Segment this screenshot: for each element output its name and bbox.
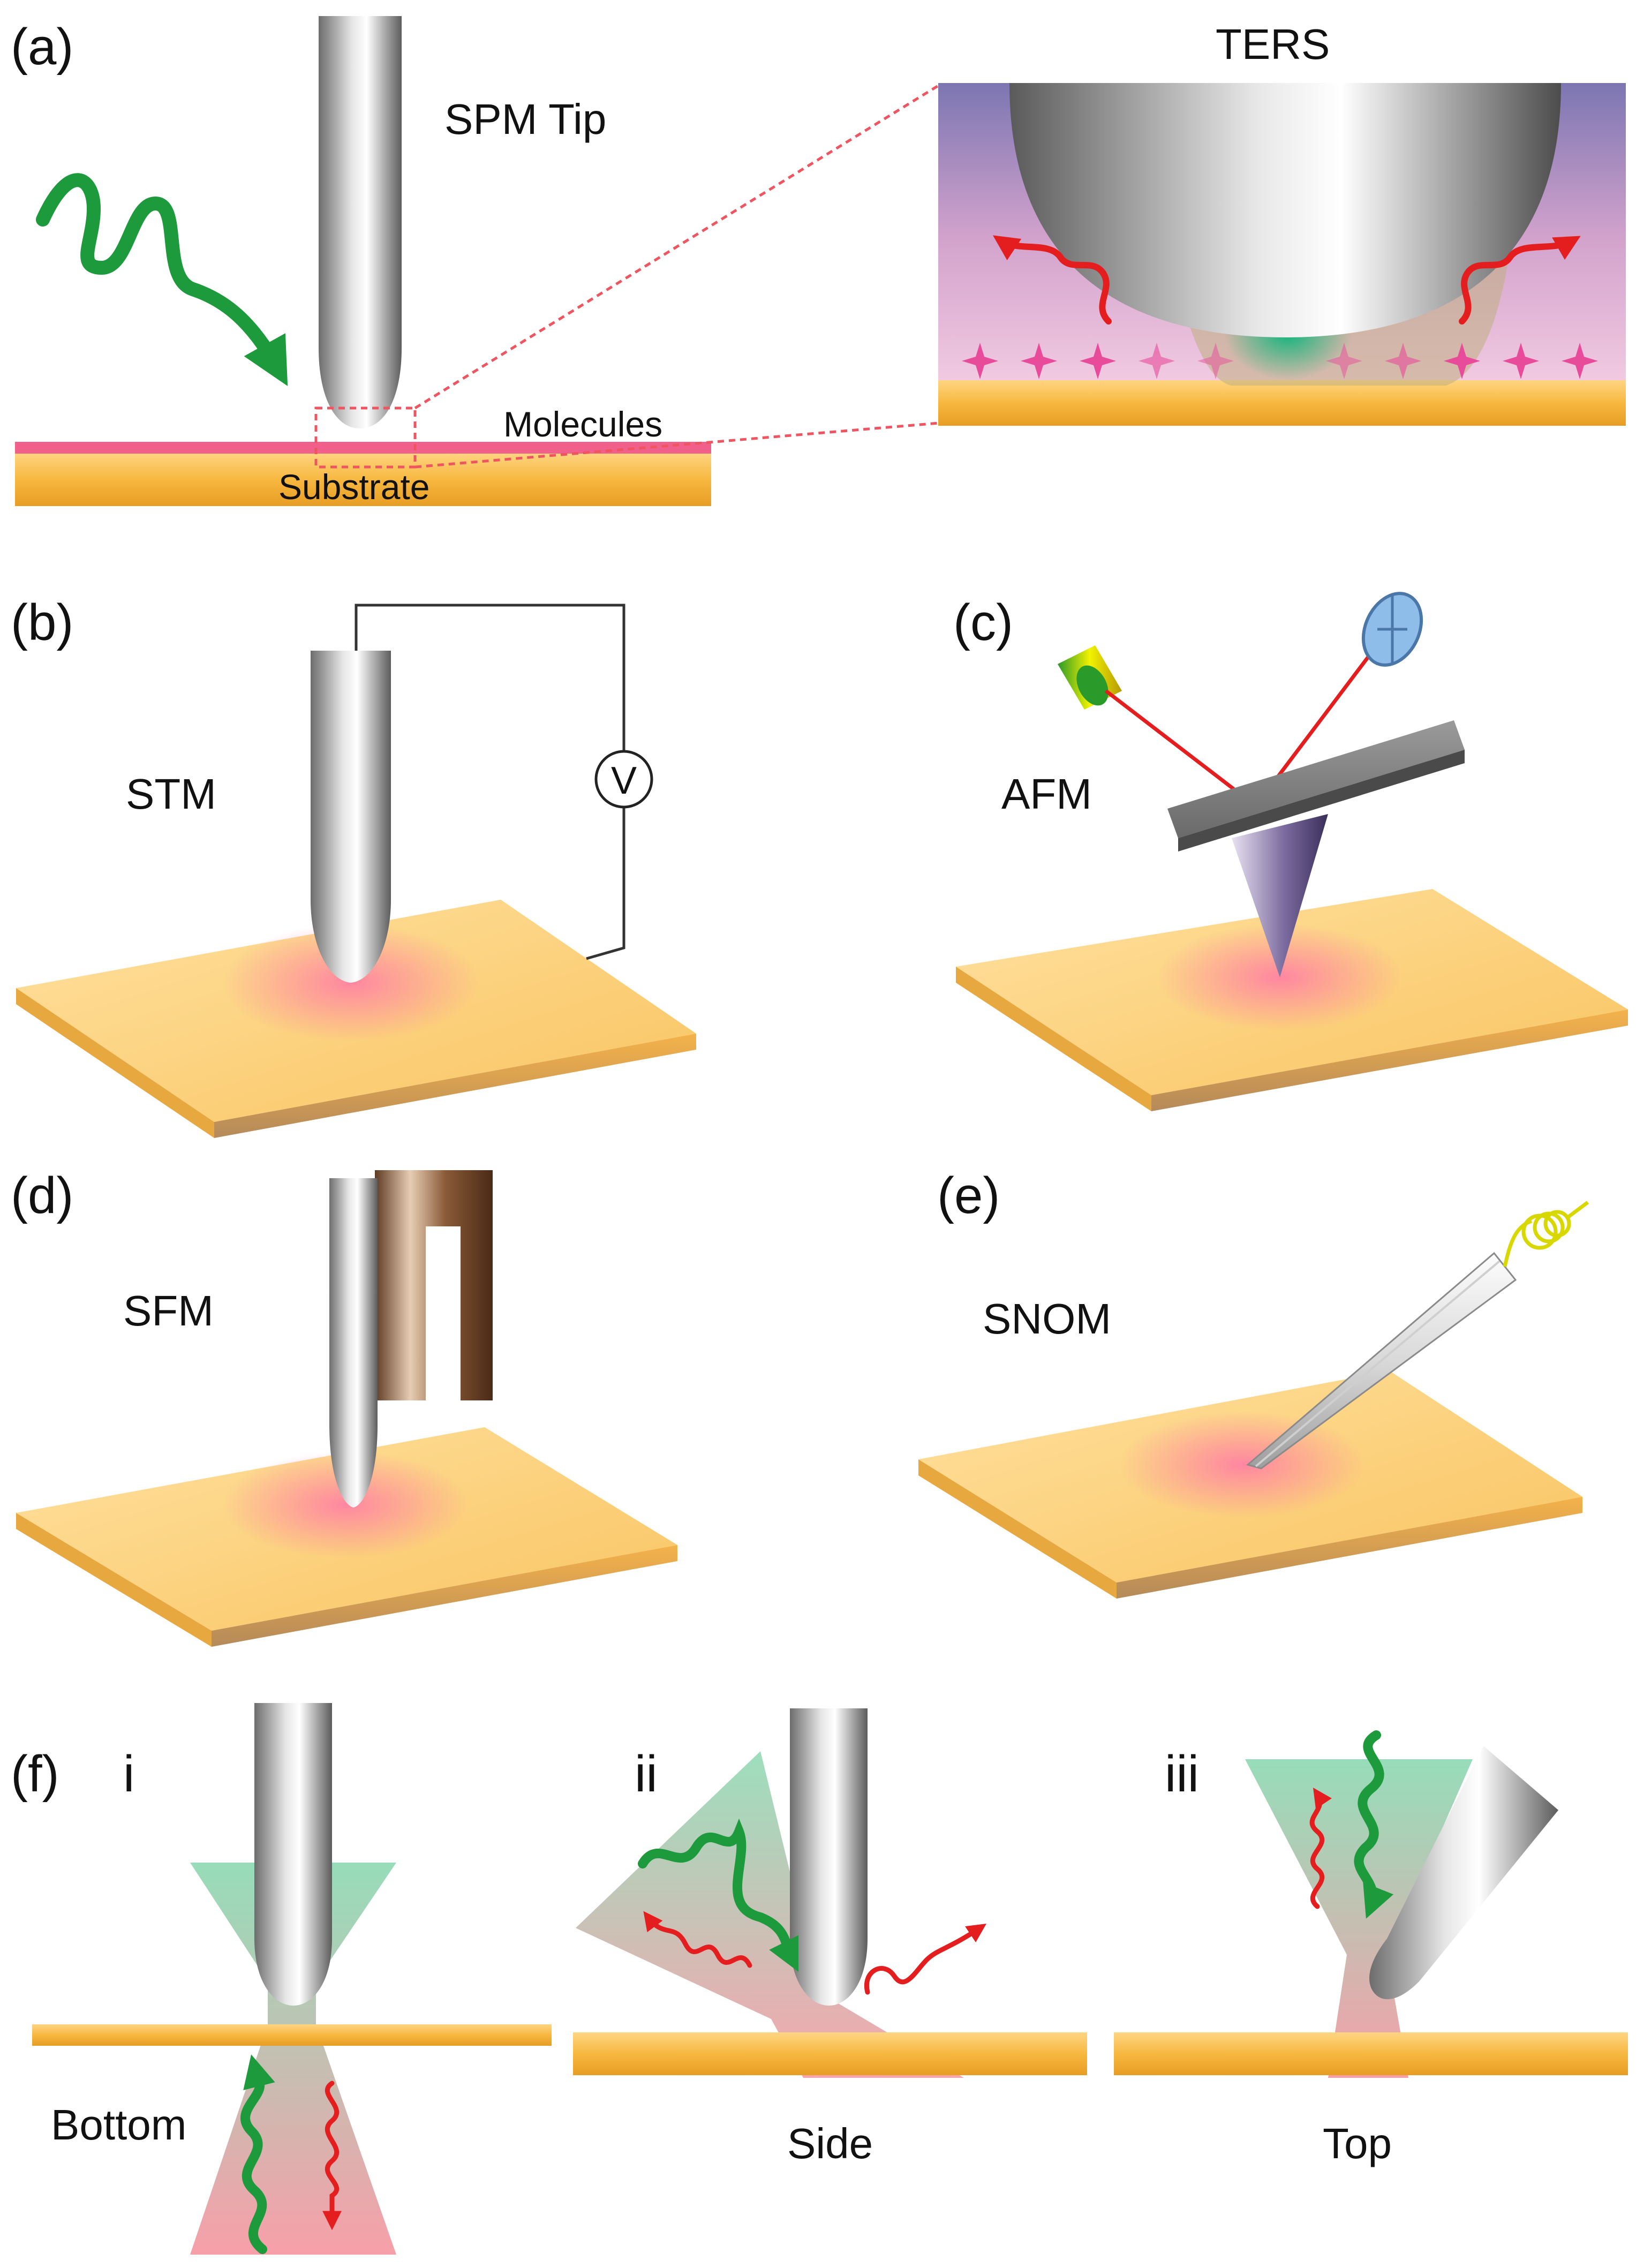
substrate-top bbox=[1114, 2032, 1628, 2075]
substrate-side bbox=[573, 2032, 1087, 2075]
panel-a-label: (a) bbox=[11, 18, 73, 76]
panel-f-label: (f) bbox=[11, 1745, 59, 1803]
excitation-light-arrow bbox=[36, 173, 288, 386]
zoom-line-bottom bbox=[414, 421, 939, 469]
optical-fiber-coil bbox=[1503, 1201, 1589, 1267]
config-top-label: Top bbox=[1323, 2120, 1392, 2167]
tip-top bbox=[1369, 1746, 1558, 2000]
excitation-arrow-side bbox=[638, 1818, 798, 1972]
molecules-label: Molecules bbox=[503, 404, 662, 444]
focusing-cone-bottom bbox=[190, 1863, 396, 2255]
molecule-sparkles bbox=[962, 343, 1598, 379]
stm-tip bbox=[311, 651, 391, 983]
stm-label: STM bbox=[126, 770, 216, 818]
sfm-tip bbox=[329, 1178, 378, 1508]
substrate-bottom bbox=[32, 2024, 552, 2046]
spm-tip-label: SPM Tip bbox=[444, 95, 606, 143]
config-iii-numeral: iii bbox=[1165, 1745, 1199, 1803]
scattered-arrow-side-right bbox=[864, 1924, 986, 1995]
panel-b-label: (b) bbox=[11, 594, 73, 651]
tip-apex bbox=[1009, 83, 1561, 337]
substrate-slab bbox=[15, 453, 711, 506]
config-bottom: i Bottom bbox=[32, 1703, 552, 2255]
panel-c: (c) AFM bbox=[953, 592, 1628, 1111]
scattered-arrow-bottom bbox=[322, 2081, 342, 2231]
afm-tip bbox=[1232, 814, 1328, 977]
tip-side bbox=[790, 1708, 868, 2006]
sfm-hotspot bbox=[222, 1451, 469, 1558]
inset-substrate bbox=[938, 380, 1626, 426]
config-i-numeral: i bbox=[123, 1745, 134, 1803]
config-side-label: Side bbox=[787, 2120, 873, 2167]
panel-e-label: (e) bbox=[937, 1167, 1000, 1224]
scattered-light-left bbox=[993, 235, 1112, 325]
panel-c-label: (c) bbox=[953, 594, 1013, 651]
sfm-label: SFM bbox=[123, 1287, 214, 1335]
voltmeter-label: V bbox=[611, 759, 637, 802]
ters-title: TERS bbox=[1216, 20, 1330, 68]
afm-cantilever bbox=[1167, 720, 1465, 838]
focusing-cone-top bbox=[1245, 1759, 1473, 2078]
voltmeter-icon bbox=[594, 750, 653, 809]
molecule-layer bbox=[15, 442, 711, 454]
config-top: iii Top bbox=[1114, 1730, 1628, 2167]
panel-b: (b) STM V bbox=[11, 594, 696, 1138]
snom-label: SNOM bbox=[983, 1295, 1111, 1343]
panel-d-label: (d) bbox=[11, 1167, 73, 1224]
stm-bias-circuit bbox=[355, 604, 625, 960]
panel-d: (d) SFM bbox=[11, 1167, 677, 1647]
excitation-arrow-top bbox=[1354, 1730, 1394, 1919]
snom-hotspot bbox=[1119, 1411, 1366, 1518]
afm-label: AFM bbox=[1001, 770, 1092, 818]
substrate-label: Substrate bbox=[278, 467, 430, 507]
ters-inset bbox=[938, 83, 1626, 426]
config-ii-numeral: ii bbox=[635, 1745, 658, 1803]
config-bottom-label: Bottom bbox=[51, 2101, 186, 2149]
scattered-arrow-side-left bbox=[643, 1911, 752, 1968]
config-side: ii Side bbox=[573, 1708, 1087, 2167]
zoom-line-top bbox=[414, 84, 939, 410]
spm-tip bbox=[319, 16, 402, 428]
zoom-region bbox=[314, 406, 417, 469]
panel-e: (e) SNOM bbox=[918, 1167, 1589, 1599]
focusing-cone-side bbox=[576, 1751, 964, 2078]
tip-bottom bbox=[254, 1703, 332, 2006]
panel-f: (f) i Bottom ii Side iii bbox=[11, 1703, 1628, 2255]
excitation-arrow-bottom bbox=[240, 2054, 275, 2254]
panel-a: (a) SPM Tip Molecules Substrate TERS bbox=[11, 16, 1626, 507]
scattered-arrow-top bbox=[1309, 1788, 1332, 1909]
scattered-light-right bbox=[1459, 236, 1581, 325]
tuning-fork bbox=[375, 1170, 493, 1400]
